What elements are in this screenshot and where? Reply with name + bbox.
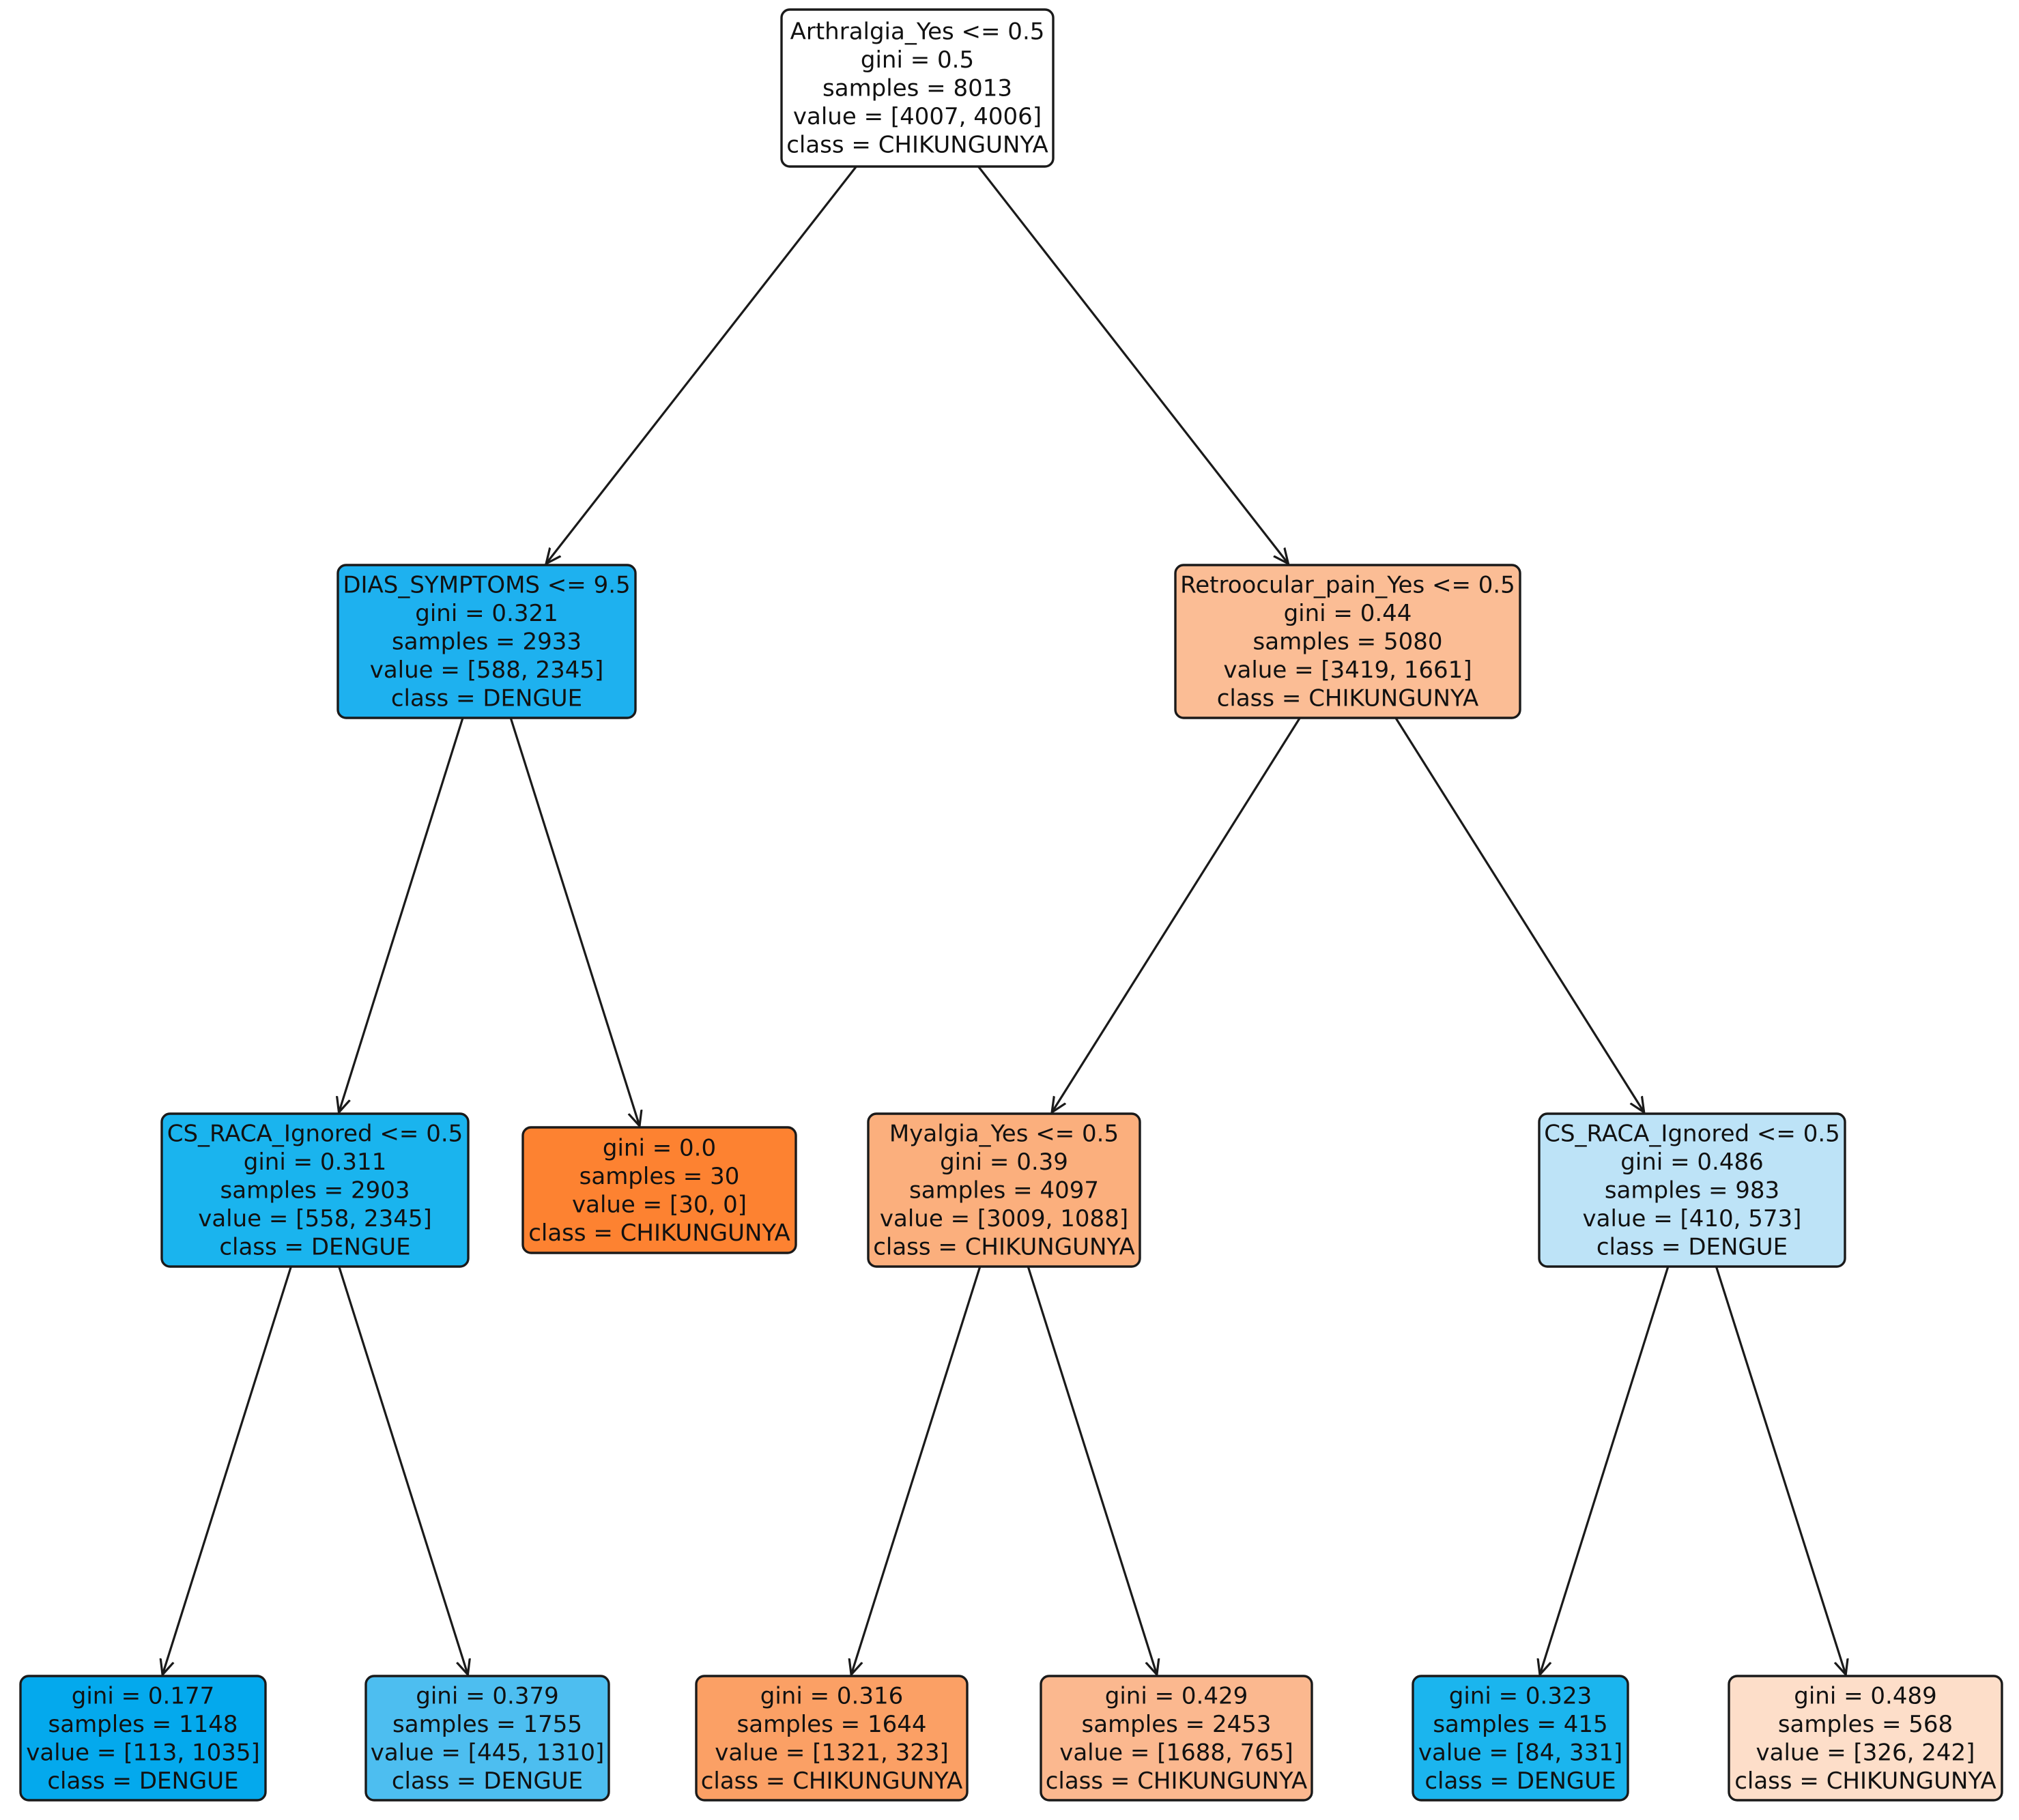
- node-label-line: value = [558, 2345]: [198, 1205, 432, 1232]
- node-label-line: samples = 5080: [1253, 629, 1443, 656]
- node-label-line: class = DENGUE: [1424, 1767, 1616, 1795]
- node-box: [780, 8, 1055, 168]
- node-box: [160, 1112, 470, 1268]
- node-label-line: class = CHIKUNGUNYA: [873, 1234, 1135, 1261]
- node-label-line: value = [410, 573]: [1583, 1205, 1802, 1232]
- node-label-line: gini = 0.379: [416, 1682, 558, 1709]
- node-label-line: value = [4007, 4006]: [793, 103, 1042, 130]
- edge-n5-to-n10: [1027, 1266, 1157, 1675]
- node-box: [1412, 1675, 1629, 1802]
- edge-n1-to-n3: [339, 717, 464, 1112]
- edge-n2-to-n6: [1394, 717, 1644, 1112]
- node-label-line: samples = 2453: [1082, 1711, 1272, 1738]
- node-label-line: class = CHIKUNGUNYA: [1734, 1767, 1996, 1795]
- edge-n6-to-n12: [1715, 1266, 1846, 1675]
- node-label-line: gini = 0.489: [1794, 1682, 1936, 1709]
- node-label-line: value = [1321, 323]: [715, 1739, 949, 1766]
- node-label-line: Arthralgia_Yes <= 0.5: [790, 18, 1045, 46]
- node-label-line: DIAS_SYMPTOMS <= 9.5: [343, 572, 630, 599]
- node-label-line: class = DENGUE: [1596, 1234, 1788, 1261]
- node-label-line: value = [3009, 1088]: [880, 1205, 1128, 1232]
- edge-n5-to-n9: [851, 1266, 982, 1675]
- node-label-line: gini = 0.323: [1449, 1682, 1592, 1709]
- node-label-line: class = DENGUE: [47, 1767, 238, 1795]
- node-label-line: value = [3419, 1661]: [1223, 656, 1472, 684]
- node-label-line: CS_RACA_Ignored <= 0.5: [167, 1121, 463, 1148]
- node-box: [1174, 564, 1521, 719]
- node-label-line: samples = 4097: [909, 1177, 1099, 1204]
- node-box: [695, 1675, 969, 1802]
- node-label-line: value = [445, 1310]: [371, 1739, 605, 1766]
- node-label-line: value = [113, 1035]: [26, 1739, 260, 1766]
- node-label-line: gini = 0.486: [1620, 1149, 1763, 1176]
- node-label-line: samples = 30: [579, 1163, 740, 1190]
- node-label-line: gini = 0.311: [244, 1149, 386, 1176]
- node-label-line: value = [1688, 765]: [1059, 1739, 1293, 1766]
- node-box: [521, 1126, 797, 1254]
- node-label-line: value = [84, 331]: [1418, 1739, 1622, 1766]
- node-label-line: samples = 983: [1605, 1177, 1779, 1204]
- node-label-line: gini = 0.429: [1105, 1682, 1248, 1709]
- node-label-line: gini = 0.177: [72, 1682, 214, 1709]
- edge-n3-to-n8: [338, 1266, 468, 1675]
- node-label-line: samples = 415: [1433, 1711, 1607, 1738]
- node-label-line: samples = 1148: [48, 1711, 238, 1738]
- node-label-line: Myalgia_Yes <= 0.5: [889, 1121, 1119, 1148]
- node-label-line: samples = 2903: [220, 1177, 410, 1204]
- node-box: [336, 564, 637, 719]
- node-label-line: gini = 0.44: [1284, 600, 1412, 627]
- node-label-line: class = DENGUE: [219, 1234, 410, 1261]
- node-box: [1728, 1675, 2003, 1802]
- node-label-line: class = CHIKUNGUNYA: [1046, 1767, 1308, 1795]
- node-label-line: samples = 568: [1778, 1711, 1953, 1738]
- node-label-line: class = CHIKUNGUNYA: [1217, 685, 1479, 712]
- node-label-line: gini = 0.321: [415, 600, 558, 627]
- node-label-line: samples = 2933: [392, 629, 582, 656]
- edges-layer: [162, 166, 1846, 1675]
- node-label-line: samples = 1755: [392, 1711, 582, 1738]
- node-box: [19, 1675, 267, 1802]
- node-label-line: gini = 0.316: [760, 1682, 903, 1709]
- node-box: [1040, 1675, 1313, 1802]
- node-label-line: value = [30, 0]: [572, 1191, 747, 1218]
- node-label-line: class = CHIKUNGUNYA: [528, 1219, 790, 1247]
- edge-n0-to-n1: [546, 166, 857, 564]
- node-box: [364, 1675, 610, 1802]
- node-box: [867, 1112, 1141, 1268]
- node-label-line: value = [326, 242]: [1756, 1739, 1975, 1766]
- node-label-line: gini = 0.39: [940, 1149, 1068, 1176]
- node-label-line: class = DENGUE: [392, 1767, 583, 1795]
- node-label-line: class = DENGUE: [391, 685, 582, 712]
- node-label-line: gini = 0.5: [861, 46, 974, 74]
- edge-n3-to-n7: [162, 1266, 292, 1675]
- edge-n1-to-n4: [509, 717, 640, 1126]
- node-label-line: value = [588, 2345]: [370, 656, 604, 684]
- node-label-line: samples = 1644: [737, 1711, 927, 1738]
- edge-n0-to-n2: [977, 166, 1288, 564]
- node-label-line: Retroocular_pain_Yes <= 0.5: [1180, 572, 1515, 599]
- node-box: [1538, 1112, 1846, 1268]
- edge-n6-to-n11: [1540, 1266, 1670, 1675]
- node-label-line: samples = 8013: [822, 75, 1012, 102]
- node-label-line: class = CHIKUNGUNYA: [786, 132, 1048, 159]
- node-label-line: CS_RACA_Ignored <= 0.5: [1544, 1121, 1840, 1148]
- node-label-line: gini = 0.0: [603, 1134, 716, 1161]
- edge-n2-to-n5: [1052, 717, 1301, 1112]
- node-label-line: class = CHIKUNGUNYA: [701, 1767, 963, 1795]
